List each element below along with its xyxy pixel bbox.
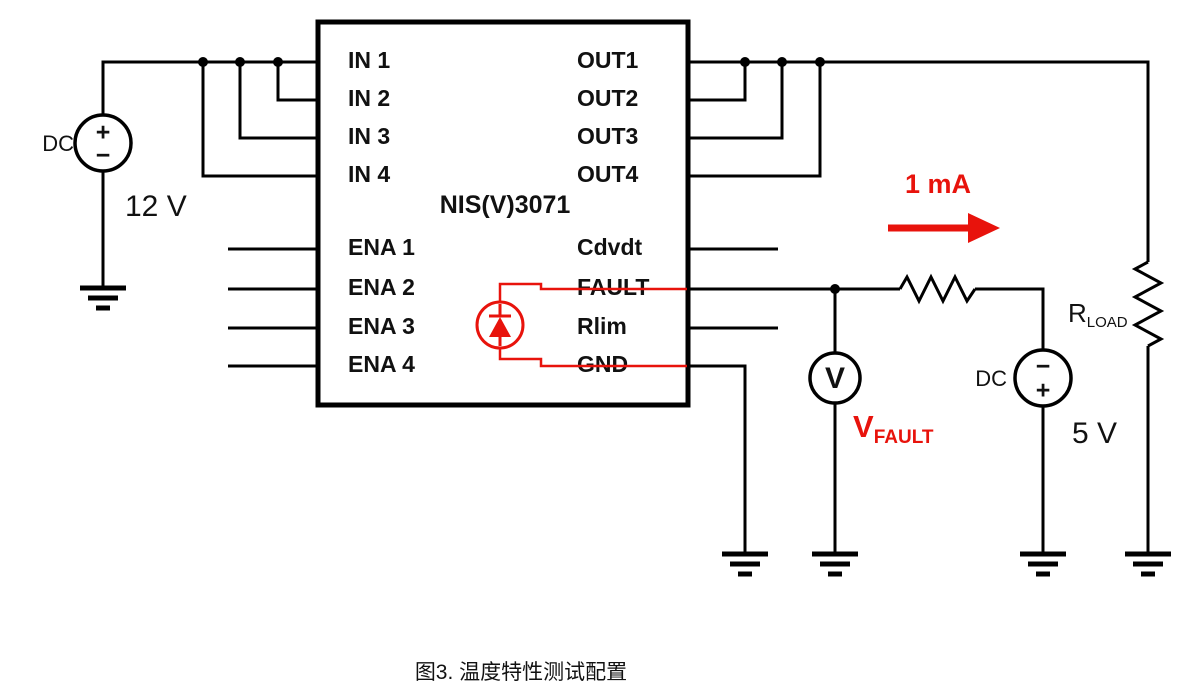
load-resistor: RLOAD: [1068, 260, 1165, 348]
pin-in4: IN 4: [348, 161, 390, 187]
wire-segment: [238, 62, 318, 140]
figure-caption: 图3. 温度特性测试配置: [414, 661, 628, 684]
pin-ena2: ENA 2: [348, 274, 415, 300]
meter-glyph: V: [825, 362, 845, 395]
dc-source-5v: − + DC 5 V: [975, 348, 1117, 450]
wire-segment: [688, 62, 822, 178]
diode-triangle: [489, 317, 511, 337]
wire-segment: [688, 60, 1150, 262]
wire-segment: [688, 62, 784, 140]
pin-out2: OUT2: [577, 85, 638, 111]
ground-symbol: [812, 554, 858, 574]
junction-dots: [198, 57, 840, 294]
source-circle: [1013, 348, 1073, 408]
junction-dot: [815, 57, 825, 67]
pin-ena4: ENA 4: [348, 351, 415, 377]
resistor-zigzag: [1131, 260, 1165, 348]
resistor-zigzag: [898, 273, 977, 305]
plus-sign: +: [1036, 377, 1051, 405]
plus-sign: +: [96, 119, 111, 147]
junction-dot: [235, 57, 245, 67]
junction-dot: [198, 57, 208, 67]
pin-rlim: Rlim: [577, 313, 627, 339]
ground-symbol: [722, 554, 768, 574]
wire-segment: [101, 60, 318, 115]
red-wire-fault: [498, 282, 687, 302]
source-circle: [73, 113, 133, 173]
pin-fault: FAULT: [577, 274, 649, 300]
pin-ena3: ENA 3: [348, 313, 415, 339]
pin-in3: IN 3: [348, 123, 390, 149]
minus-sign: −: [96, 142, 111, 170]
red-wire-gnd: [498, 348, 687, 368]
current-value: 1 mA: [905, 169, 971, 199]
pin-in2: IN 2: [348, 85, 390, 111]
sense-resistor: [898, 273, 977, 305]
junction-dot: [777, 57, 787, 67]
ground-symbol: [80, 288, 126, 308]
dc-label: DC: [42, 131, 74, 156]
wire-segment: [688, 364, 747, 552]
ground-symbol: [1125, 554, 1171, 574]
junction-dot: [273, 57, 283, 67]
ground-symbol: [1020, 554, 1066, 574]
junction-dot: [740, 57, 750, 67]
arrow-head: [968, 213, 1000, 243]
wiring: [101, 60, 1150, 552]
ic-part-number: NIS(V)3071: [440, 191, 571, 219]
vfault-label: VFAULT: [853, 409, 934, 448]
ic-block: IN 1 IN 2 IN 3 IN 4 ENA 1 ENA 2 ENA 3 EN…: [315, 19, 691, 408]
wire-segment: [201, 62, 318, 178]
voltmeter: V VFAULT: [808, 351, 934, 448]
internal-fault-diode: [475, 282, 687, 368]
wire-segment: [688, 62, 747, 102]
pin-in1: IN 1: [348, 47, 390, 73]
pin-out3: OUT3: [577, 123, 638, 149]
pin-out1: OUT1: [577, 47, 639, 73]
dc-label: DC: [975, 366, 1007, 391]
pin-cdvdt: Cdvdt: [577, 234, 643, 260]
wire-segment: [975, 287, 1045, 350]
pin-ena1: ENA 1: [348, 234, 415, 260]
wire-segment: [276, 62, 318, 102]
voltage-value-12v: 12 V: [125, 190, 187, 223]
junction-dot: [830, 284, 840, 294]
meter-circle: [808, 351, 862, 405]
pin-out4: OUT4: [577, 161, 639, 187]
rload-label: RLOAD: [1068, 298, 1128, 331]
minus-sign: −: [1036, 353, 1051, 381]
current-arrow: 1 mA: [888, 169, 1000, 243]
voltage-value-5v: 5 V: [1072, 417, 1117, 450]
dc-source-12v: + − DC 12 V: [42, 113, 187, 223]
pin-gnd: GND: [577, 351, 628, 377]
diode-circle: [475, 300, 525, 350]
ic-outline: [315, 19, 691, 408]
